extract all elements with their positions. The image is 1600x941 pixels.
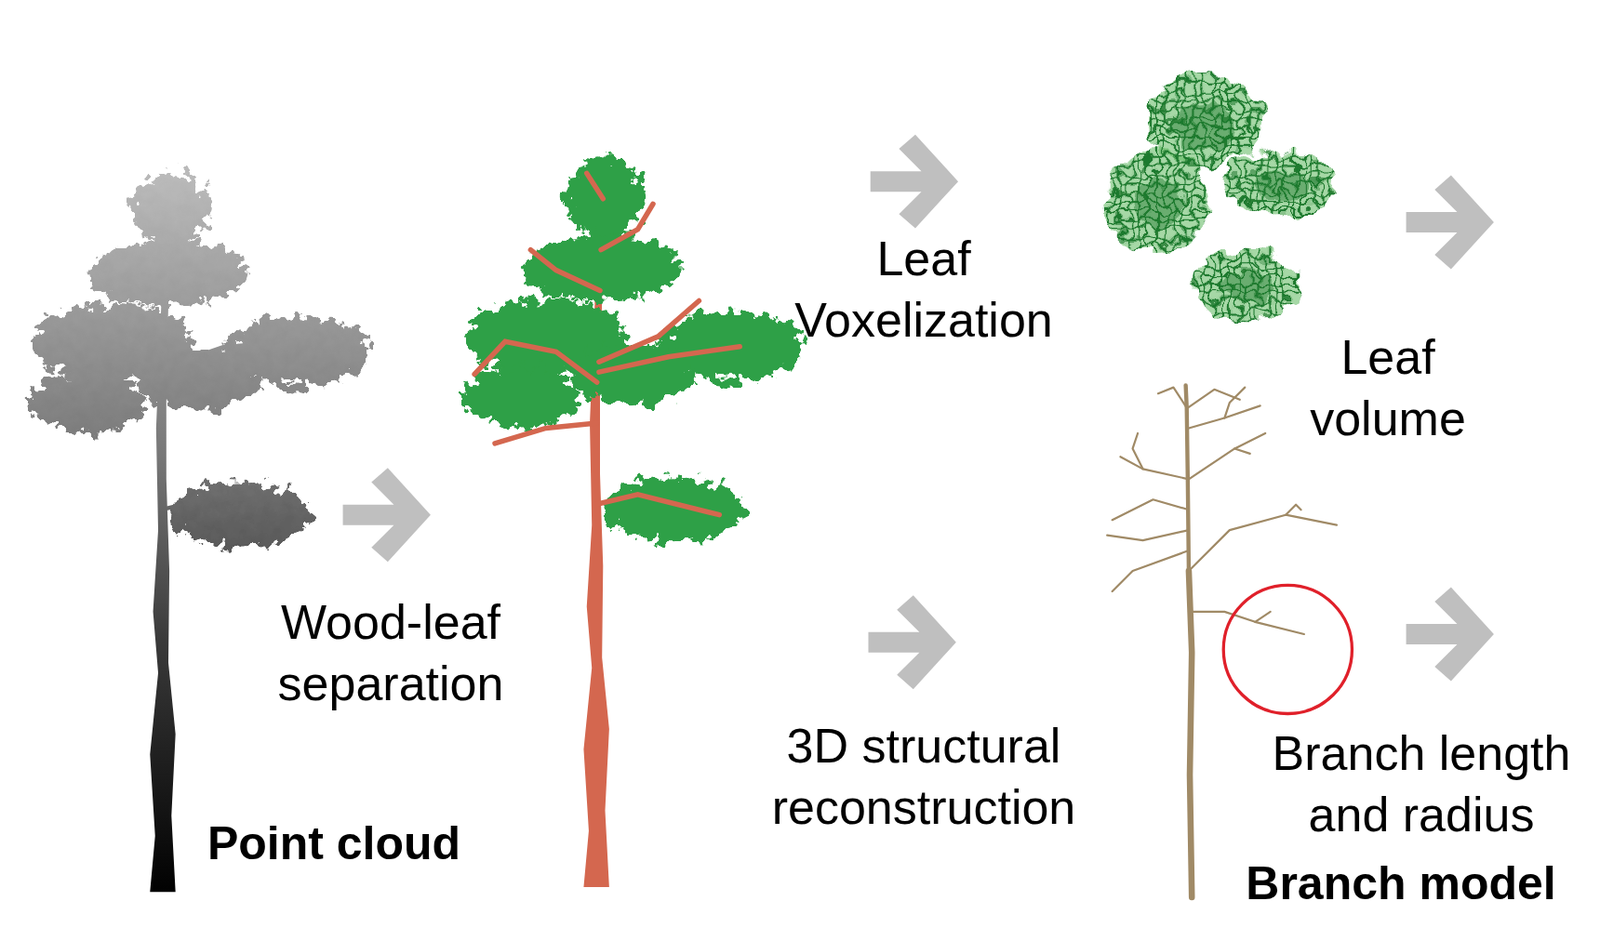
leaf-cluster — [566, 158, 644, 240]
leaf-points — [461, 158, 806, 543]
model-branch — [1158, 387, 1187, 409]
step-label: Leaf volume — [1294, 326, 1481, 450]
step-label: Leaf Voxelization — [774, 227, 1073, 351]
model-branch — [1224, 387, 1245, 419]
panel-caption: Point cloud — [166, 813, 502, 875]
crown-cluster — [88, 240, 248, 307]
wood-branch — [599, 346, 740, 373]
step-label: Branch length and radius — [1253, 722, 1589, 846]
process-arrows — [343, 134, 1494, 690]
voxel-core — [1173, 105, 1235, 150]
step-label: 3D structural reconstruction — [756, 715, 1092, 839]
model-branch — [1188, 515, 1337, 572]
wood-branch — [474, 341, 598, 383]
crown-points — [27, 172, 373, 547]
step-arrow — [1406, 175, 1494, 270]
step-label: Wood-leaf separation — [251, 591, 531, 715]
crown-cluster — [137, 348, 261, 411]
step-arrow — [870, 134, 959, 229]
step-arrow — [343, 467, 431, 562]
model-branch — [1285, 505, 1301, 516]
separated-tree — [461, 158, 806, 888]
voxel-core — [1252, 171, 1309, 200]
voxel-core — [1220, 271, 1274, 305]
voxel-cluster — [1191, 249, 1298, 323]
branch-model — [1106, 385, 1337, 897]
panel-caption: Branch model — [1214, 853, 1587, 915]
highlight-circle — [1223, 585, 1352, 714]
wood-branch — [600, 203, 654, 250]
model-branch — [1112, 499, 1189, 520]
model-branch — [1133, 433, 1144, 469]
point-cloud-tree — [27, 172, 373, 893]
leaf-cluster — [461, 367, 580, 429]
model-branch — [1112, 550, 1189, 592]
leaf-cluster — [522, 235, 682, 301]
wood-branch — [595, 494, 720, 516]
model-branch — [1234, 448, 1250, 454]
wood-branch — [530, 250, 600, 292]
wood-branch — [586, 173, 604, 199]
voxel-core — [1133, 177, 1184, 231]
leaf-voxels — [1105, 73, 1337, 323]
model-branch — [1254, 612, 1270, 623]
crown-cluster — [171, 482, 310, 548]
leaf-cluster — [604, 477, 744, 543]
voxel-cluster — [1224, 150, 1337, 216]
voxel-cluster — [1105, 150, 1208, 254]
model-branch — [1106, 530, 1189, 541]
model-branch — [1187, 389, 1240, 409]
model-branch — [1188, 433, 1266, 480]
model-trunk — [1188, 571, 1192, 898]
crown-cluster — [133, 172, 211, 246]
step-arrow — [867, 595, 956, 690]
model-branch — [1120, 456, 1188, 480]
step-arrow — [1406, 587, 1494, 682]
wood-branch — [494, 423, 598, 444]
crown-cluster — [27, 372, 147, 434]
model-branch — [1188, 612, 1305, 635]
wood-branches — [474, 173, 740, 515]
